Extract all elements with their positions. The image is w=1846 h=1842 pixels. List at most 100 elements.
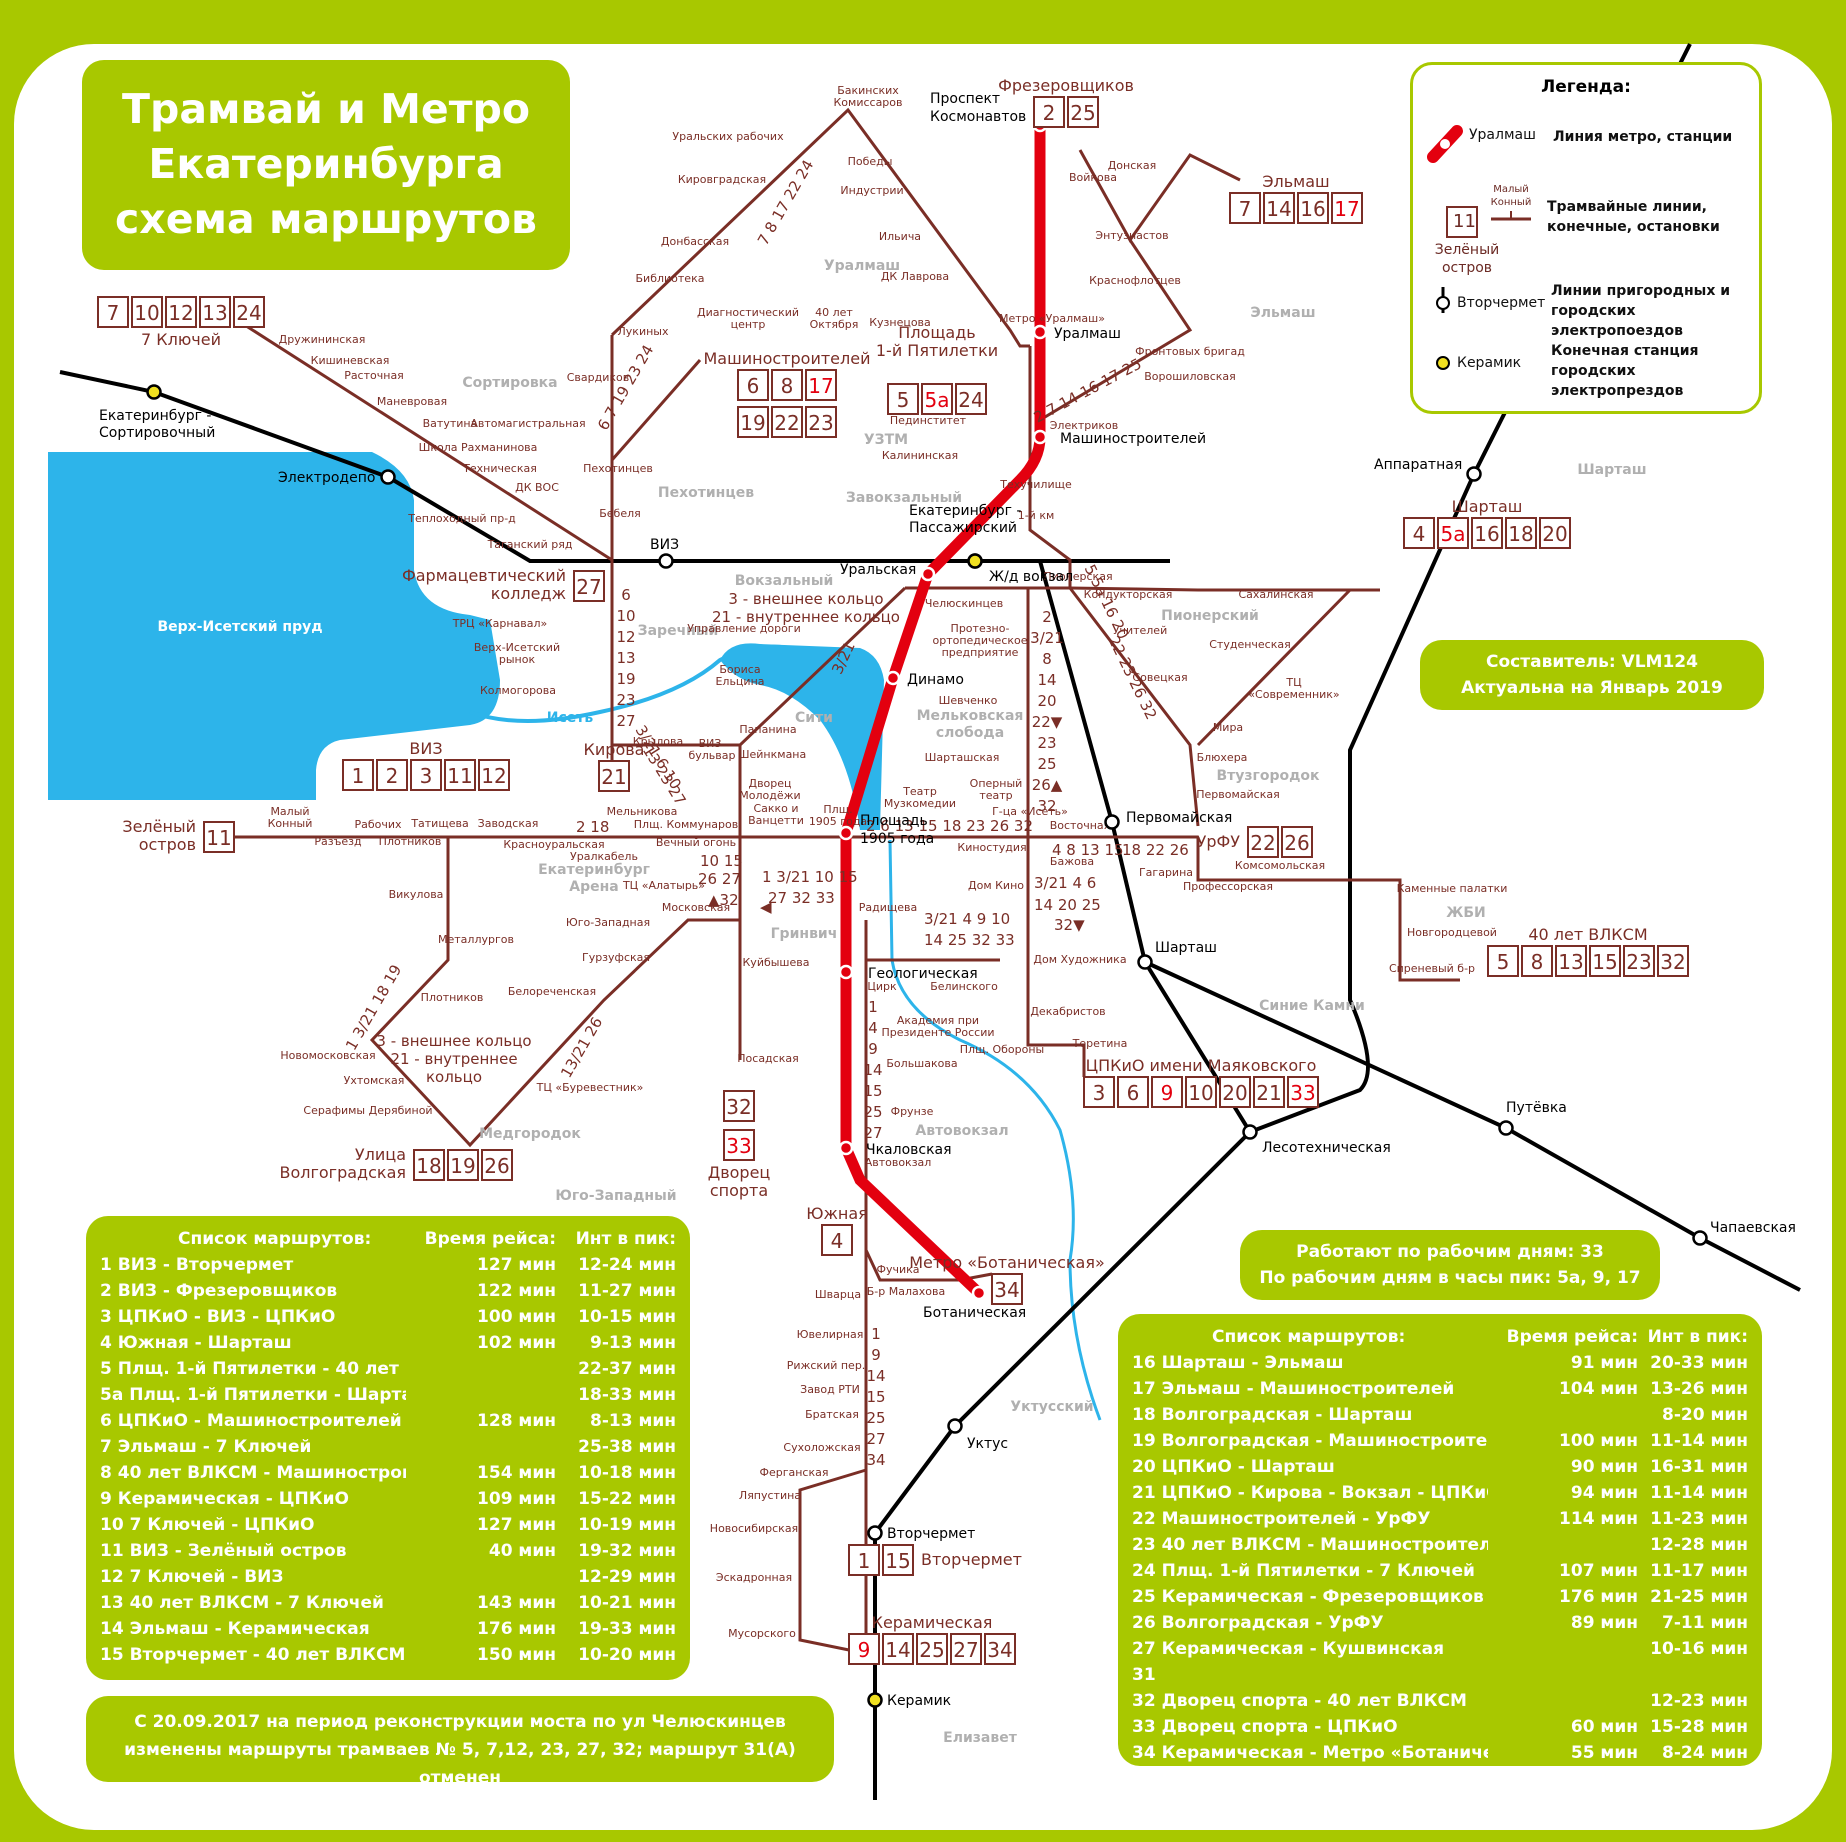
tram-stop-label: Пехотинцев xyxy=(583,462,653,475)
rail-station[interactable]: Керамик xyxy=(867,1692,952,1709)
route-badge xyxy=(723,1090,755,1122)
route-badge-number: 26 xyxy=(484,1154,509,1178)
route-interval: 11-23 мин xyxy=(1650,1509,1748,1529)
rail-station[interactable]: Ж/д вокзал xyxy=(967,553,1074,586)
route-column-item: 27 xyxy=(863,1124,882,1142)
rail-station-label: Чапаевская xyxy=(1710,1220,1796,1236)
district-label: Автовокзал xyxy=(915,1123,1008,1139)
metro-station[interactable]: Машиностроителей xyxy=(1032,429,1206,447)
tram-stop-label: Радищева xyxy=(859,901,917,914)
route-column-item: 13 xyxy=(616,649,635,667)
tram-stop-label: Шарташская xyxy=(925,751,1000,764)
routes-table-left-header: Список маршрутов: Время рейса: Инт в пик… xyxy=(100,1226,676,1252)
route-badge xyxy=(737,369,769,401)
route-badge-number: 2 xyxy=(1043,101,1056,125)
metro-station-marker xyxy=(1032,324,1048,340)
route-badge xyxy=(444,759,476,791)
metro-station[interactable]: Динамо xyxy=(885,670,964,688)
ring-description: 21 - внутреннее кольцо xyxy=(712,608,900,626)
metro-station[interactable]: Чкаловская xyxy=(838,1140,952,1158)
tram-stop-label: Учителей xyxy=(1113,624,1167,637)
tram-stop-label: Цирк xyxy=(867,980,897,993)
metro-station[interactable]: Ботаническая xyxy=(923,1285,1026,1321)
route-badge-number: 20 xyxy=(1222,1081,1247,1105)
route-badge-number: 32 xyxy=(726,1095,751,1119)
tram-stop-label: Сиреневый б-р xyxy=(1389,962,1475,975)
tram-stop-label: Посадская xyxy=(737,1052,798,1065)
legend-rail-terminal-desc: Конечная станция городских электропрездо… xyxy=(1551,343,1699,399)
rail-station[interactable]: Шарташ xyxy=(1137,940,1217,970)
tram-terminal[interactable]: 32 xyxy=(723,1090,755,1122)
metro-station[interactable]: Уральская xyxy=(840,562,936,582)
route-name: 6 ЦПКиО - Машиностроителей xyxy=(100,1411,402,1431)
tram-stop-label: Белореченская xyxy=(508,985,596,998)
tram-stop-label: Плотников xyxy=(379,835,442,848)
tram-stop-label: Декабристов xyxy=(1030,1005,1105,1018)
legend-rail-terminal: Керамик xyxy=(1457,355,1522,371)
route-name: 1 ВИЗ - Вторчермет xyxy=(100,1255,294,1275)
route-badge xyxy=(1403,517,1435,549)
route-badge xyxy=(573,570,605,602)
district-label: Завокзальный xyxy=(846,490,962,506)
rail-station[interactable]: Екатеринбург -Сортировочный xyxy=(99,384,215,442)
route-interval: 10-21 мин xyxy=(578,1593,676,1613)
tram-stop-label: Колмогорова xyxy=(480,684,556,697)
iset-river-south xyxy=(888,839,1102,1421)
route-badge-number: 3 xyxy=(1093,1081,1106,1105)
tram-stop-label: Победы xyxy=(848,155,893,168)
tram-stop-label: Расточная xyxy=(344,369,404,382)
metro-station[interactable]: Геологическая xyxy=(838,964,978,982)
rail-station[interactable]: Аппаратная xyxy=(1374,457,1482,482)
verkh-isetsky-pond xyxy=(48,452,500,800)
metro-station[interactable]: Уралмаш xyxy=(1032,324,1121,342)
rail-station[interactable]: Первомайская xyxy=(1104,810,1233,830)
water-layer xyxy=(48,452,1102,1421)
rail-station[interactable]: Электродепо xyxy=(278,469,396,486)
rail-station[interactable]: ВИЗ xyxy=(650,537,679,569)
rail-station[interactable]: Екатеринбург -Пассажирский xyxy=(909,503,1021,569)
rail-station[interactable]: Лесотехническая xyxy=(1242,1124,1391,1157)
route-badge xyxy=(1253,1076,1285,1108)
rail-station-marker xyxy=(967,553,983,569)
route-column-item: 9 xyxy=(871,1346,881,1364)
rail-station[interactable]: Путёвка xyxy=(1498,1100,1567,1136)
header-routes: Список маршрутов: xyxy=(178,1229,372,1249)
rail-station[interactable]: Вторчермет xyxy=(867,1525,976,1542)
tram-stop-label: Мельникова xyxy=(607,805,678,818)
rail-station[interactable]: Уктус xyxy=(947,1418,1009,1453)
district-label: Пионерский xyxy=(1161,608,1259,624)
tram-stop-label: Плщ. Обороны xyxy=(960,1043,1044,1056)
metro-station-marker xyxy=(838,825,854,841)
route-name: 11 ВИЗ - Зелёный остров xyxy=(100,1541,347,1561)
rail-station[interactable]: Чапаевская xyxy=(1692,1220,1796,1246)
route-badge xyxy=(1263,192,1295,224)
